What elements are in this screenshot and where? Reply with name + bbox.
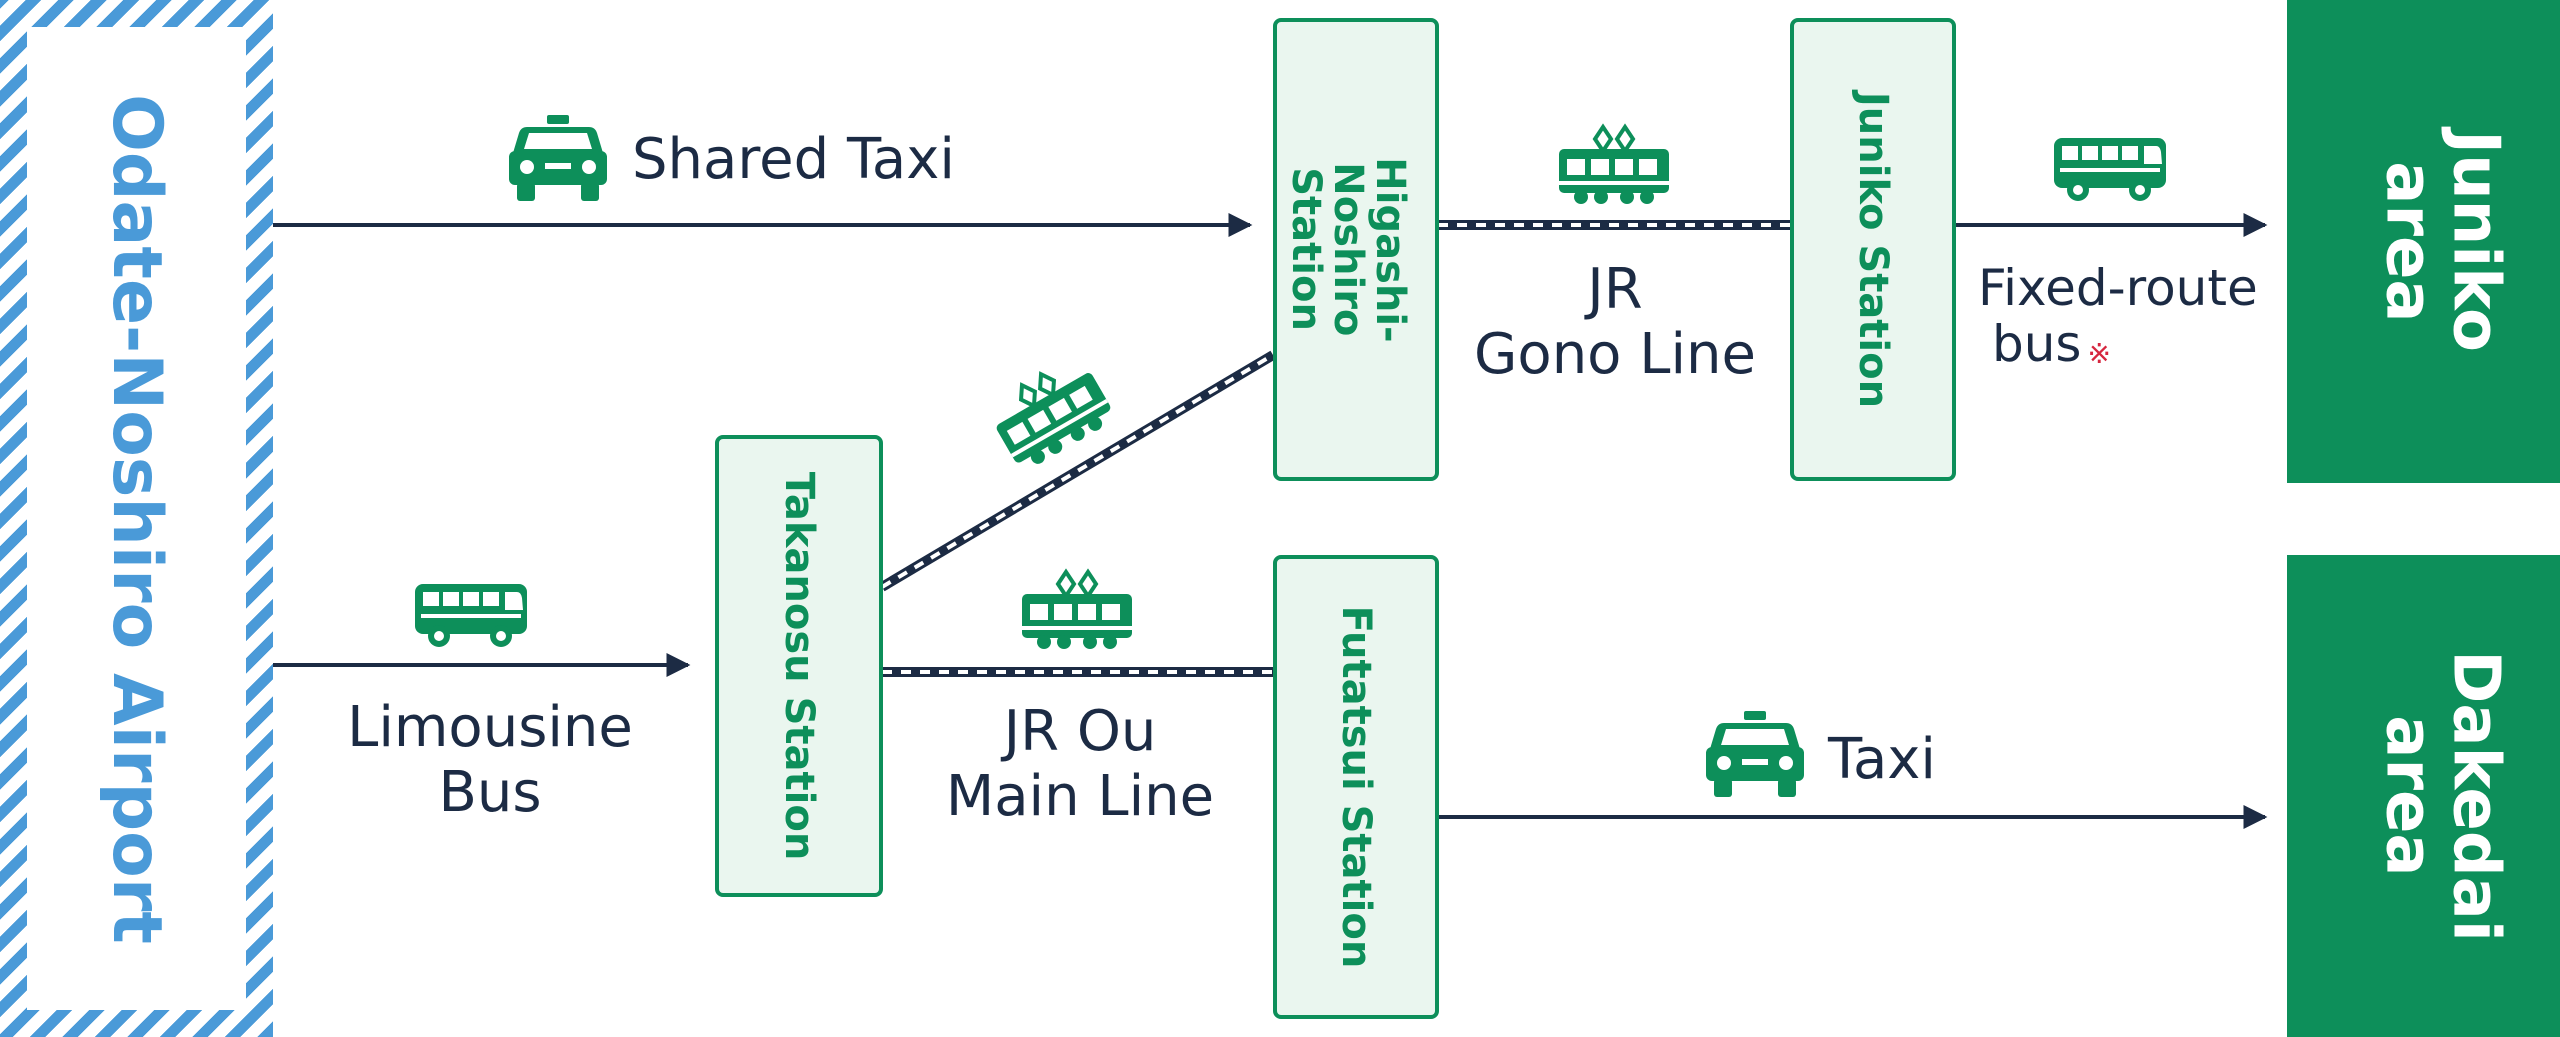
dakedai-area-label: Dakedai area <box>2371 650 2513 942</box>
dakedai-area-box: Dakedai area <box>2287 555 2560 1037</box>
taxi-icon <box>505 113 611 205</box>
bus-icon <box>2052 136 2168 206</box>
juniko-area-label: Juniko area <box>2371 130 2513 353</box>
taxi-label: Taxi <box>1828 727 1936 792</box>
taxi-icon <box>1702 709 1808 801</box>
takanosu-station-label: Takanosu Station <box>776 471 822 861</box>
higashi-noshiro-station-box: Higashi-Noshiro Station <box>1273 18 1439 481</box>
airport-label: Odate-Noshiro Airport <box>97 93 177 944</box>
takanosu-station-box: Takanosu Station <box>715 435 883 897</box>
jr-ou-line-label: JR Ou Main Line <box>945 699 1215 829</box>
jr-gono-line-label: JR Gono Line <box>1474 257 1756 387</box>
juniko-station-box: Juniko Station <box>1790 18 1956 481</box>
train-icon <box>1555 117 1673 207</box>
higashi-noshiro-station-label: Higashi-Noshiro Station <box>1283 156 1413 343</box>
train-icon <box>1018 562 1136 652</box>
bus-icon <box>413 582 529 652</box>
futatsui-station-box: Futatsui Station <box>1273 555 1439 1019</box>
juniko-area-box: Juniko area <box>2287 0 2560 483</box>
limousine-bus-label: Limousine Bus <box>347 695 633 825</box>
train-icon <box>975 342 1122 479</box>
futatsui-station-label: Futatsui Station <box>1333 605 1379 969</box>
note-mark: ※ <box>2087 337 2111 370</box>
juniko-station-label: Juniko Station <box>1850 91 1896 408</box>
fixed-route-bus-label: Fixed-route bus※ <box>1978 259 2258 373</box>
takanosu-higashi-track <box>879 350 1276 592</box>
shared-taxi-label: Shared Taxi <box>632 127 955 192</box>
airport-box: Odate-Noshiro Airport <box>0 0 273 1037</box>
